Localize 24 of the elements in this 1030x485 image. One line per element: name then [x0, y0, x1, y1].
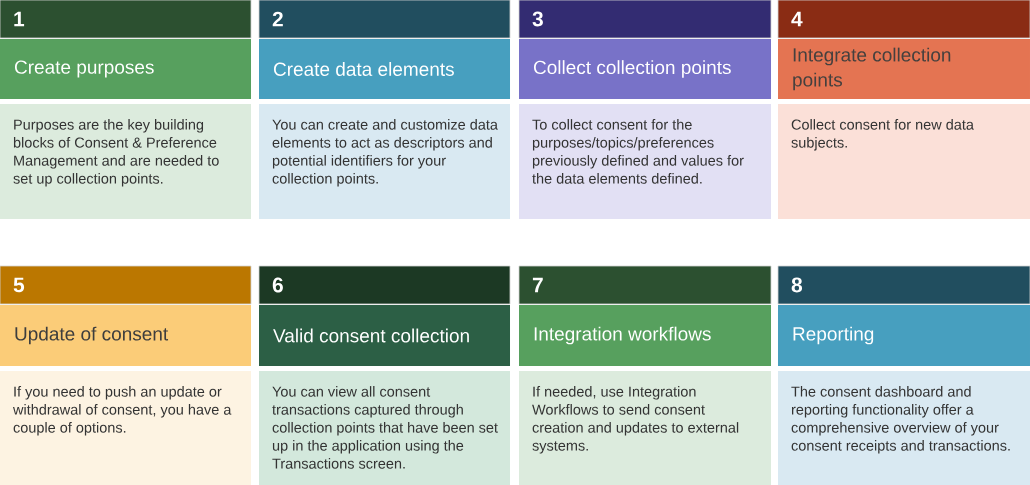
step-number-bar: 4: [777, 0, 1030, 39]
title-bar: Integration workflows: [519, 305, 771, 366]
description-box: Collect consent for new data subjects.: [778, 104, 1030, 219]
title-bar: Update of consent: [0, 305, 251, 366]
description-box: If you need to push an update or withdrawal of consent, you have a couple of options.: [0, 371, 251, 485]
title-bar: Collect collection points: [519, 39, 771, 99]
step-number-bar: 2: [258, 0, 511, 39]
step-number-bar: 5: [0, 265, 252, 305]
title-bar: Create data elements: [259, 39, 510, 99]
step-number-bar: 6: [258, 265, 511, 305]
title-bar: Valid consent collection: [259, 305, 510, 366]
step-number-bar: 7: [518, 265, 772, 305]
step-number-bar: 8: [777, 265, 1030, 305]
description-box: Purposes are the key building blocks of Consent & Preference Management and are needed to set up collection points.: [0, 104, 251, 219]
description-box: The consent dashboard and reporting functionality offer a comprehensive overview of your consent receipts and transactions.: [778, 371, 1030, 485]
step-number-bar: 3: [518, 0, 772, 39]
step-number-bar: 1: [0, 0, 252, 39]
description-box: You can view all consent transactions captured through collection points that have been set up in the application using the Transactions screen.: [259, 371, 510, 485]
description-box: You can create and customize data elements to act as descriptors and potential identifiers for your collection points.: [259, 104, 510, 219]
description-box: To collect consent for the purposes/topics/preferences previously defined and values for the data elements defined.: [519, 104, 771, 219]
title-bar: Create purposes: [0, 39, 251, 99]
description-box: If needed, use Integration Workflows to send consent creation and updates to external systems.: [519, 371, 771, 485]
title-bar: Integrate collection points: [778, 39, 1030, 99]
title-bar: Reporting: [778, 305, 1030, 366]
